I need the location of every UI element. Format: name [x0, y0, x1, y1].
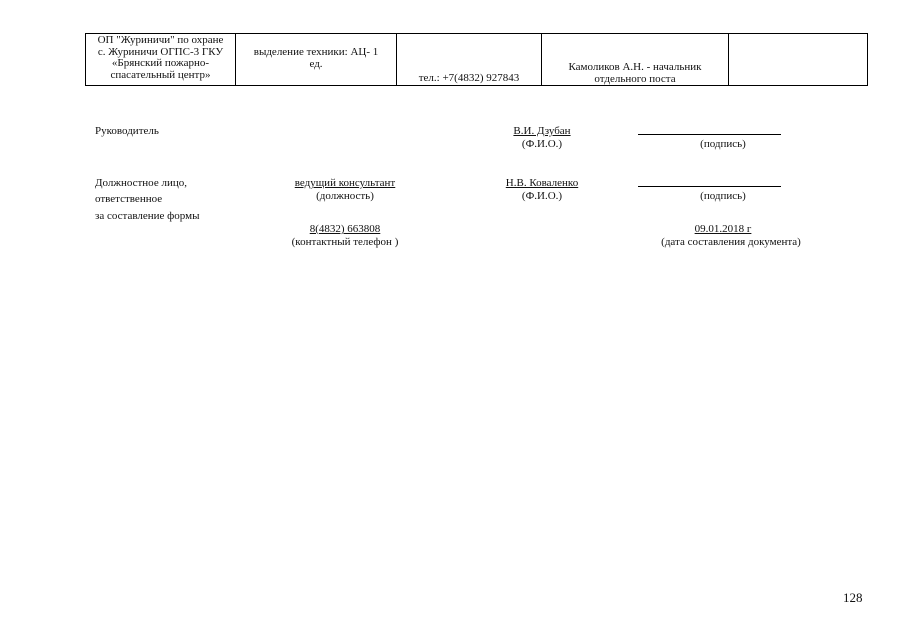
table-cell-phone: тел.: +7(4832) 927843: [397, 34, 542, 85]
responsible-signature-line: [638, 186, 781, 187]
document-date: 09.01.2018 г: [694, 223, 752, 235]
responsible-name: Н.В. Коваленко: [505, 177, 579, 189]
responsible-signature-caption: (подпись): [700, 190, 746, 202]
table-cell-organization: ОП "Журиничи" по охране с. Журиничи ОГПС…: [86, 34, 236, 85]
responsible-position: ведущий консультант: [294, 177, 396, 189]
head-signature-caption: (подпись): [700, 138, 746, 150]
head-signature-line: [638, 134, 781, 135]
page-number: 128: [843, 590, 863, 605]
responsible-label-line: ответственное: [95, 193, 163, 205]
responsible-phone: 8(4832) 663808: [309, 223, 381, 235]
cell-text-line: спасательный центр»: [110, 68, 211, 81]
table-cell-empty: [729, 34, 869, 85]
cell-text-line: с. Журиничи ОГПС-3 ГКУ: [97, 45, 224, 58]
cell-text-line: Камоликов А.Н. - начальник: [568, 61, 702, 73]
responsible-name-caption: (Ф.И.О.): [521, 190, 563, 202]
cell-text-line: тел.: +7(4832) 927843: [418, 71, 520, 84]
data-table-row: ОП "Журиничи" по охране с. Журиничи ОГПС…: [85, 33, 868, 86]
responsible-label-line: за составление формы: [95, 210, 200, 222]
head-name-caption: (Ф.И.О.): [521, 138, 563, 150]
responsible-label-line: Должностное лицо,: [95, 177, 187, 189]
cell-text-line: выделение техники: АЦ- 1: [253, 46, 379, 58]
head-name: В.И. Дзубан: [513, 125, 571, 137]
table-cell-equipment: выделение техники: АЦ- 1 ед.: [236, 34, 397, 85]
table-cell-responsible: Камоликов А.Н. - начальник отдельного по…: [542, 34, 729, 85]
cell-text-line: ед.: [309, 57, 323, 70]
head-role-label: Руководитель: [95, 125, 159, 137]
cell-text-line: ОП "Журиничи" по охране: [97, 34, 224, 46]
cell-text-line: «Брянский пожарно-: [111, 57, 210, 69]
responsible-phone-caption: (контактный телефон ): [291, 236, 399, 248]
responsible-position-caption: (должность): [316, 190, 374, 202]
cell-text-line: отдельного поста: [594, 72, 676, 85]
document-date-caption: (дата составления документа): [661, 236, 801, 248]
